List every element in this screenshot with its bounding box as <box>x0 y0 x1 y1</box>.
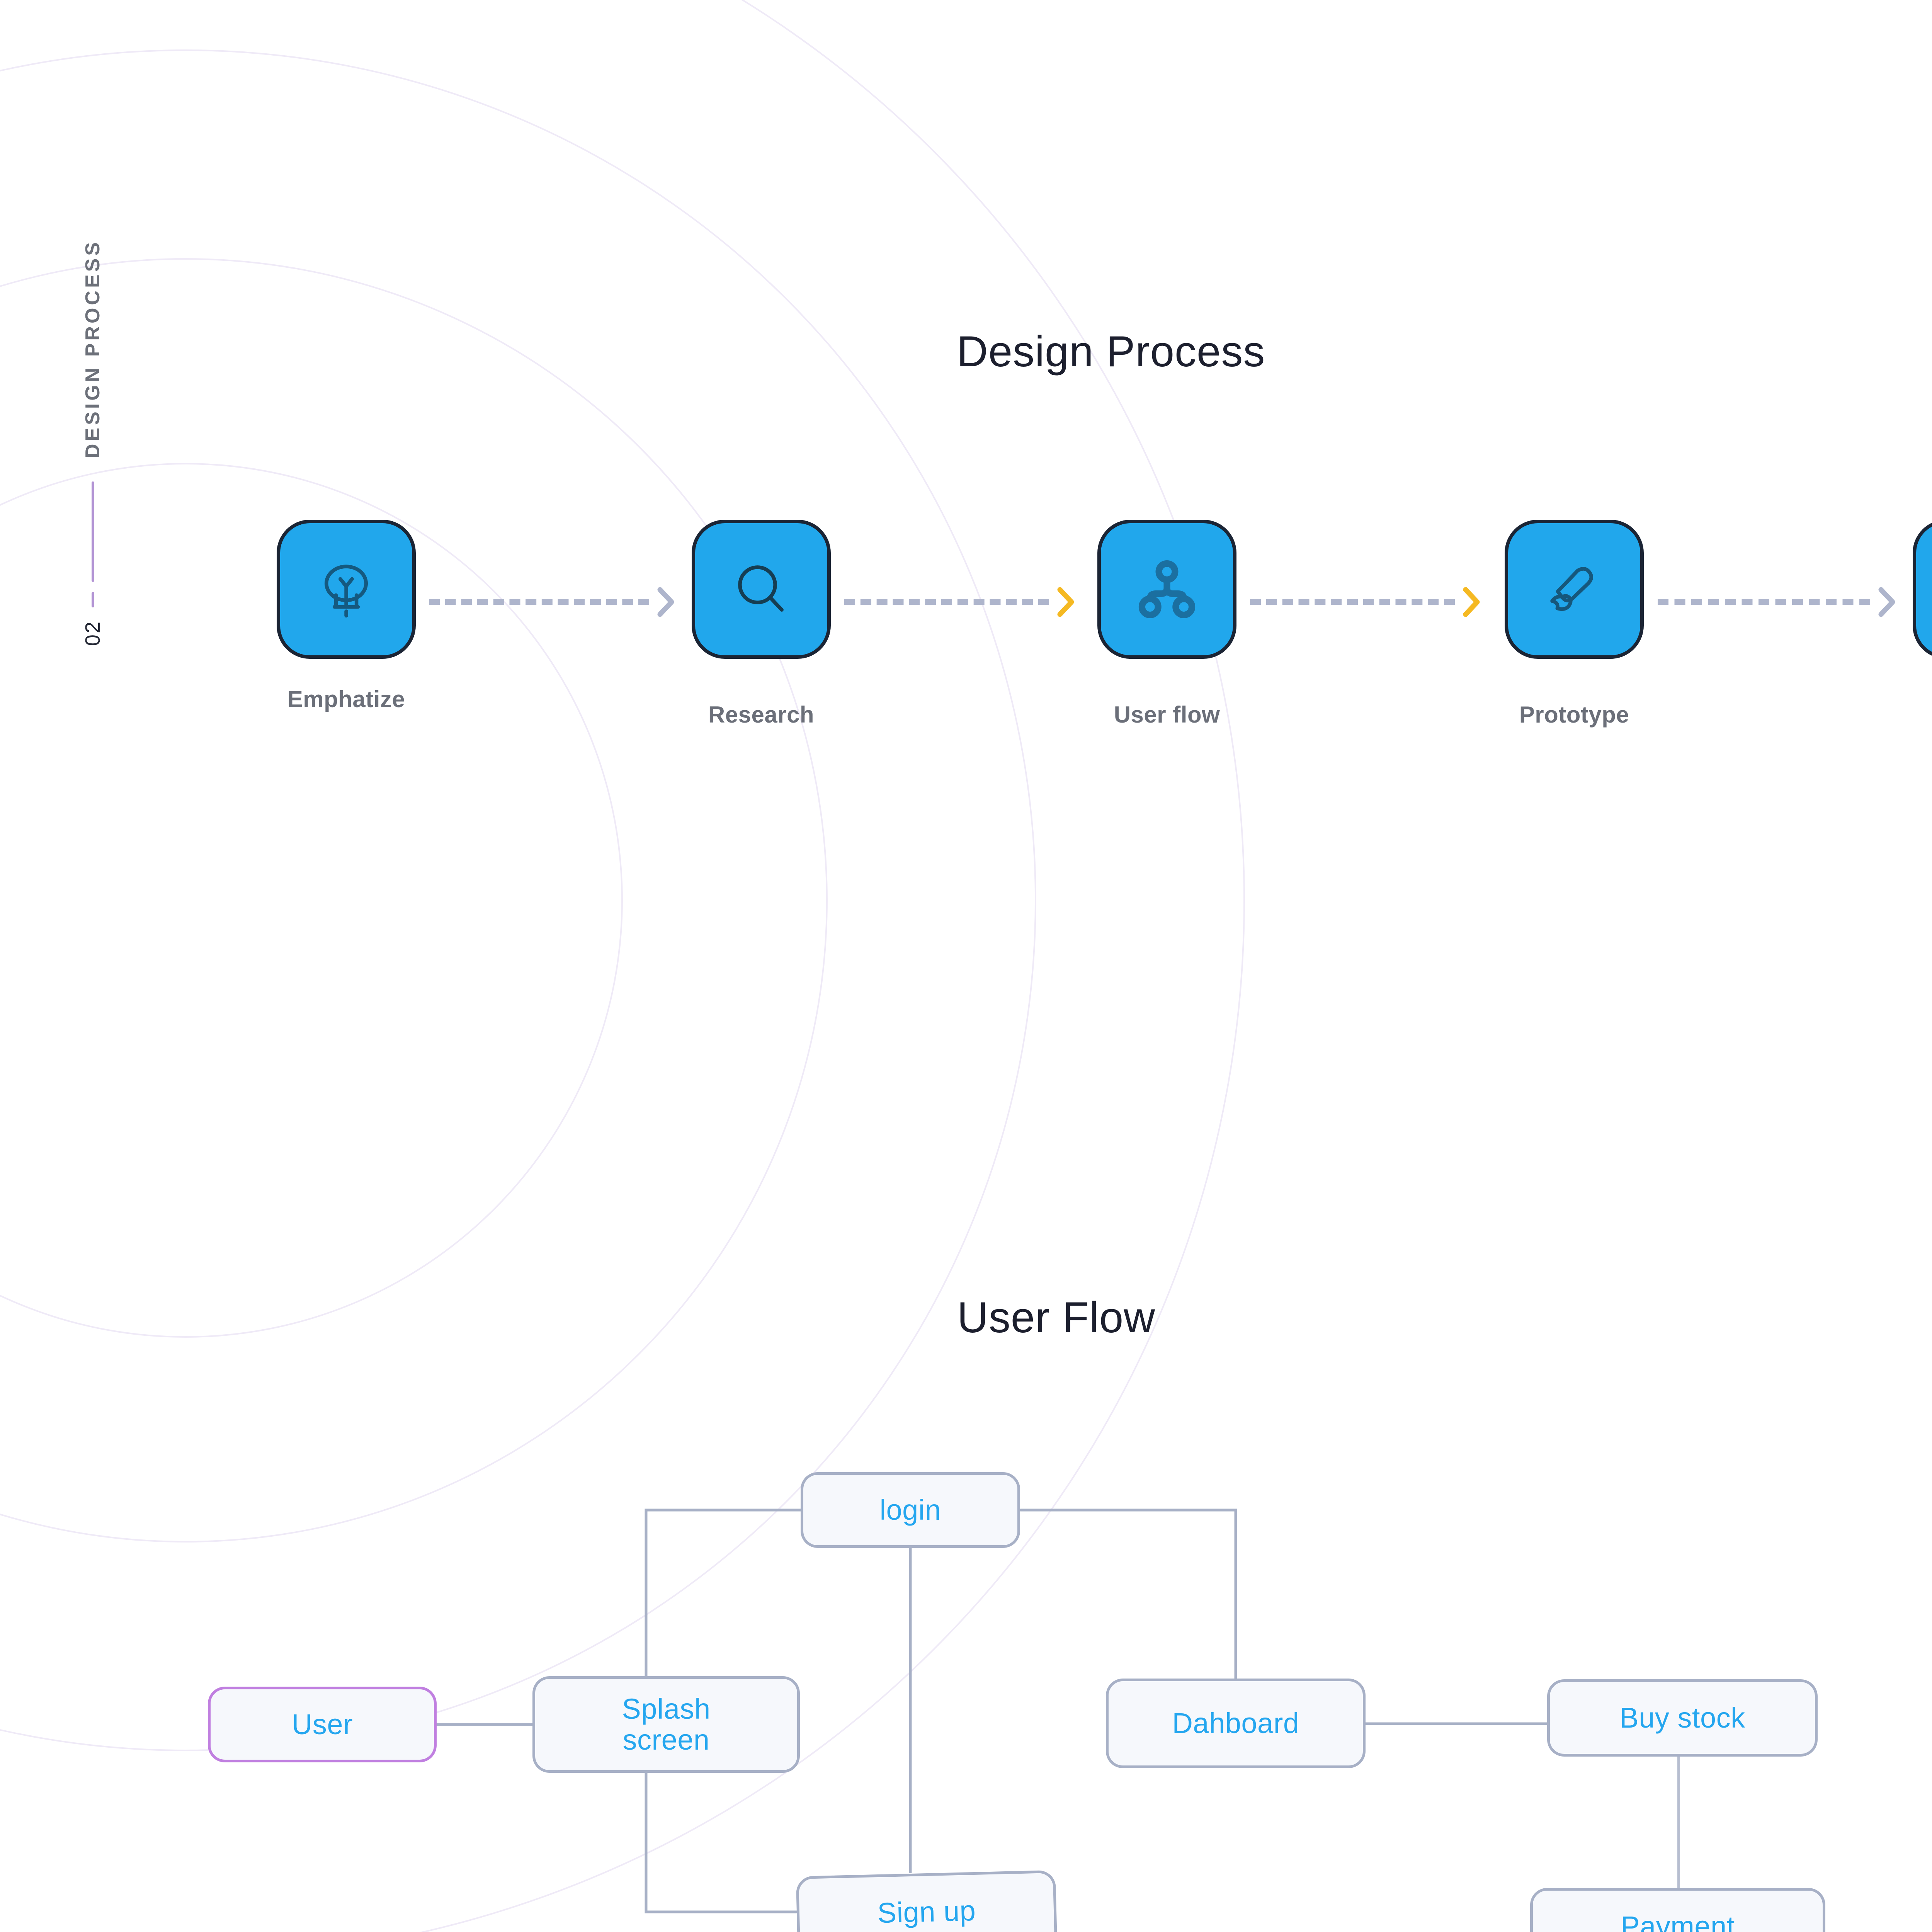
flow-node-sign-up[interactable]: Sign up <box>796 1870 1058 1932</box>
design-step-icon-box[interactable] <box>277 520 416 659</box>
flow-node-login[interactable]: login <box>801 1472 1020 1548</box>
chevron-right-icon <box>1057 587 1074 617</box>
step-connector-1 <box>844 587 1076 617</box>
design-step-emphatize[interactable]: Emphatize <box>277 520 416 712</box>
design-step-label: User flow <box>1114 702 1220 728</box>
connector-dash <box>844 599 1049 605</box>
flow-node-label: Dahboard <box>1172 1707 1299 1740</box>
connector-dash <box>1250 599 1455 605</box>
flow-node-dahboard[interactable]: Dahboard <box>1106 1679 1366 1768</box>
design-step-label: Emphatize <box>287 686 405 712</box>
connector-dash <box>429 599 649 605</box>
design-step-label: Prototype <box>1519 702 1629 728</box>
flow-node-label: Sign up <box>877 1894 976 1929</box>
flow-node-payment[interactable]: Payment <box>1530 1888 1825 1932</box>
design-step-icon-box[interactable] <box>1913 520 1932 659</box>
design-process-title: Design Process <box>957 327 1265 376</box>
design-step-icon-box[interactable] <box>1097 520 1236 659</box>
flow-node-splash-screen[interactable]: Splash screen <box>532 1676 800 1773</box>
chevron-right-icon <box>657 587 674 617</box>
design-step-prototype[interactable]: Prototype <box>1505 520 1644 728</box>
connector-dash <box>1658 599 1870 605</box>
flow-node-label: Payment <box>1621 1910 1735 1932</box>
magnifier-icon <box>738 565 784 612</box>
hierarchy-icon <box>1138 560 1196 619</box>
paintbrush-icon <box>1550 567 1593 611</box>
side-rail-dash <box>91 592 94 608</box>
design-step-icon-box[interactable] <box>1505 520 1644 659</box>
flow-node-label: Buy stock <box>1619 1702 1745 1734</box>
side-rail: DESIGN PROCESS 02 <box>58 240 128 781</box>
chevron-right-icon <box>1878 587 1895 617</box>
flow-node-buy-stock[interactable]: Buy stock <box>1547 1679 1818 1757</box>
design-step-icon-box[interactable] <box>692 520 831 659</box>
lightbulb-icon <box>324 565 368 618</box>
design-step-label: Research <box>708 702 815 728</box>
step-connector-2 <box>1250 587 1482 617</box>
flow-node-user[interactable]: User <box>208 1687 437 1762</box>
user-flow-title: User Flow <box>957 1293 1156 1342</box>
design-step-test[interactable]: Test <box>1913 520 1932 659</box>
step-connector-3 <box>1658 587 1897 617</box>
step-connector-0 <box>429 587 676 617</box>
design-step-user-flow[interactable]: User flow <box>1097 520 1236 728</box>
design-process-steps: Emphatize Research <box>0 0 1932 811</box>
design-step-research[interactable]: Research <box>692 520 831 728</box>
side-rail-divider <box>91 481 94 582</box>
flow-node-label: login <box>879 1494 941 1526</box>
chevron-right-icon <box>1463 587 1480 617</box>
flow-node-label: Splash screen <box>622 1693 711 1756</box>
flow-node-label: User <box>291 1708 353 1741</box>
